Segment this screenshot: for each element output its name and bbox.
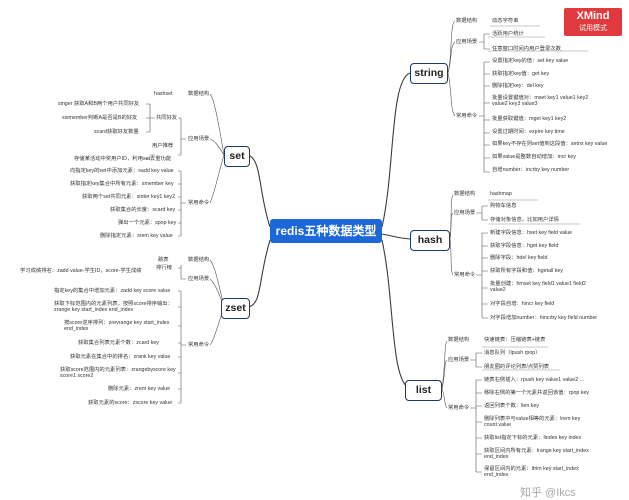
list-command-item: 获取区间内所有元素：lrange key start_index end_ind… (484, 448, 589, 461)
zset-command-item: 获取元素在集合中的排名：zrank key value (70, 354, 171, 360)
zset-data-structure: 数据结构 (188, 257, 210, 263)
badge-brand: XMind (576, 10, 610, 22)
list-command-item: 删除列表中与value相等的元素：lrem key count value (484, 416, 581, 429)
string-scenario-item: 任意窗口时间内用户登录次数 (492, 46, 561, 52)
hash-data-structure: 数据结构 (454, 191, 476, 197)
zset-commands: 常用命令 (188, 342, 210, 348)
hash-command-item: 获取所有字段和值：hgetall key (490, 268, 563, 274)
topic-string[interactable]: string (410, 63, 448, 84)
set-command-item: 弹出一个元素：spop key (118, 220, 177, 226)
set-friend-item: sismember判断A是否是B的好友 (62, 115, 138, 121)
zset-scenarios: 应用场景 (188, 276, 210, 282)
watermark: 知乎 @Ikcs (520, 487, 576, 499)
hash-scenario-item: 存储对象信息，比如用户详情 (490, 217, 559, 223)
string-command-item: 如果value是整数自动增加：incr key (492, 154, 576, 160)
string-scenario-item: 活跃用户统计 (492, 31, 524, 37)
list-scenario-item: 消息队列（lpush rpop） (484, 350, 541, 356)
set-friend-item: scard获取好友数量 (94, 129, 139, 135)
string-command-item: 自增number：incrby key number (492, 167, 570, 173)
zset-command-item: 获取下标范围内的元素列表，按照score排序输出：zrange key star… (54, 301, 173, 314)
string-command-item: 获取指定key值：get key (492, 71, 550, 77)
set-friend-item: singer 获取A和B两个用户共同好友 (58, 101, 140, 107)
hash-command-item: 批量创建：hmset key field1 value1 field2 valu… (490, 281, 586, 294)
string-command-item: 设置指定key的值：set key value (492, 58, 569, 64)
hash-commands: 常用命令 (454, 272, 476, 278)
zset-data-structure-value: 跳表 (158, 257, 169, 263)
string-command-item: 如果key不存在则set值到这段值：setnx key value (492, 141, 608, 147)
set-command-item: 获取指定key集合中所有元素：smember key (70, 181, 174, 187)
list-data-structure: 数据结构 (448, 337, 470, 343)
set-commands: 常用命令 (188, 200, 210, 206)
set-command-item: 获取两个set共同元素：sinter key1 key2 (82, 194, 176, 200)
list-command-item: 移除右侧的第一个元素并返回该值：rpop key (484, 390, 590, 396)
zset-scenario-rank: 排行榜 (156, 265, 172, 271)
list-command-item: 保留区间内的元素：ltrim key start_index end_index (484, 466, 579, 479)
zset-command-item: 按score逆序排列：zrevrange key start_index end… (64, 320, 170, 333)
hash-command-item: 新建字段信息：hset key field value (490, 230, 573, 236)
list-command-item: 链表右侧插入：rpush key value1 value2 ... (484, 377, 585, 383)
hash-command-item: 获取字段信息：hget key field (490, 243, 559, 249)
string-command-item: 批量设置键值对：mset key1 value1 key2 value2 key… (492, 95, 589, 108)
zset-command-item: 删除元素：zrem key value (108, 386, 171, 392)
set-scenarios: 应用场景 (188, 136, 210, 142)
list-scenario-item: 朋友圈的评论列表/点赞列表 (484, 364, 550, 370)
set-command-item: 删除指定元素：srem key value (100, 233, 173, 239)
hash-command-item: 对字段自增：hincr key field (490, 301, 555, 307)
hash-command-item: 对字段增加number：hincrby key field number (490, 315, 598, 321)
set-data-structure-value: hashset (154, 91, 173, 97)
root-node[interactable]: redis五种数据类型 (270, 219, 382, 243)
list-command-item: 返回列表个数：llen key (484, 403, 540, 409)
list-commands: 常用命令 (448, 405, 470, 411)
list-scenarios: 应用场景 (448, 357, 470, 363)
list-data-structure-value: 快速链表：压缩链表+链表 (484, 337, 546, 343)
xmind-trial-badge: XMind 试用模式 (564, 8, 622, 36)
set-recommend-item: 存储某活动中奖用户ID，利用set去重功能 (74, 156, 172, 162)
hash-command-item: 删除字段：hdel key field (490, 255, 548, 261)
string-data-structure-value: 动态字符串 (492, 18, 519, 24)
zset-command-item: 获取元素的score：zscore key value (88, 400, 173, 406)
list-command-item: 获取list指定下标的元素：lindex key index (484, 435, 582, 441)
string-data-structure: 数据结构 (456, 18, 478, 24)
hash-data-structure-value: hashmap (490, 191, 512, 197)
string-commands: 常用命令 (456, 113, 478, 119)
zset-command-item: 获取集合列表元素个数：zcard key (78, 340, 159, 346)
string-command-item: 设置过期时间：expire key time (492, 129, 565, 135)
topic-set[interactable]: set (224, 146, 250, 167)
topic-list[interactable]: list (405, 380, 442, 401)
string-command-item: 删除指定key：del key (492, 83, 544, 89)
hash-scenarios: 应用场景 (454, 210, 476, 216)
badge-mode: 试用模式 (579, 25, 607, 32)
topic-zset[interactable]: zset (221, 298, 250, 319)
set-scenario-recommend: 用户推荐 (152, 143, 174, 149)
set-data-structure: 数据结构 (188, 91, 210, 97)
hash-scenario-item: 购物车信息 (490, 203, 517, 209)
set-scenario-friends: 共同好友 (156, 115, 178, 121)
string-command-item: 批量获取键值：mget key1 key2 (492, 116, 567, 122)
zset-command-item: 指定key的集合中增加元素：zadd key score value (54, 288, 171, 294)
string-scenarios: 应用场景 (456, 39, 478, 45)
set-command-item: 获取集合的长度：scard key (110, 207, 176, 213)
zset-rank-item: 学习成绩排名：zadd value-学生ID，score-学生成绩 (20, 268, 142, 274)
topic-hash[interactable]: hash (410, 230, 450, 251)
zset-command-item: 获取score范围内的元素列表：zrangebyscore key score1… (60, 367, 176, 380)
set-command-item: 向指定key的set中添加元素：sadd key value (70, 168, 174, 174)
